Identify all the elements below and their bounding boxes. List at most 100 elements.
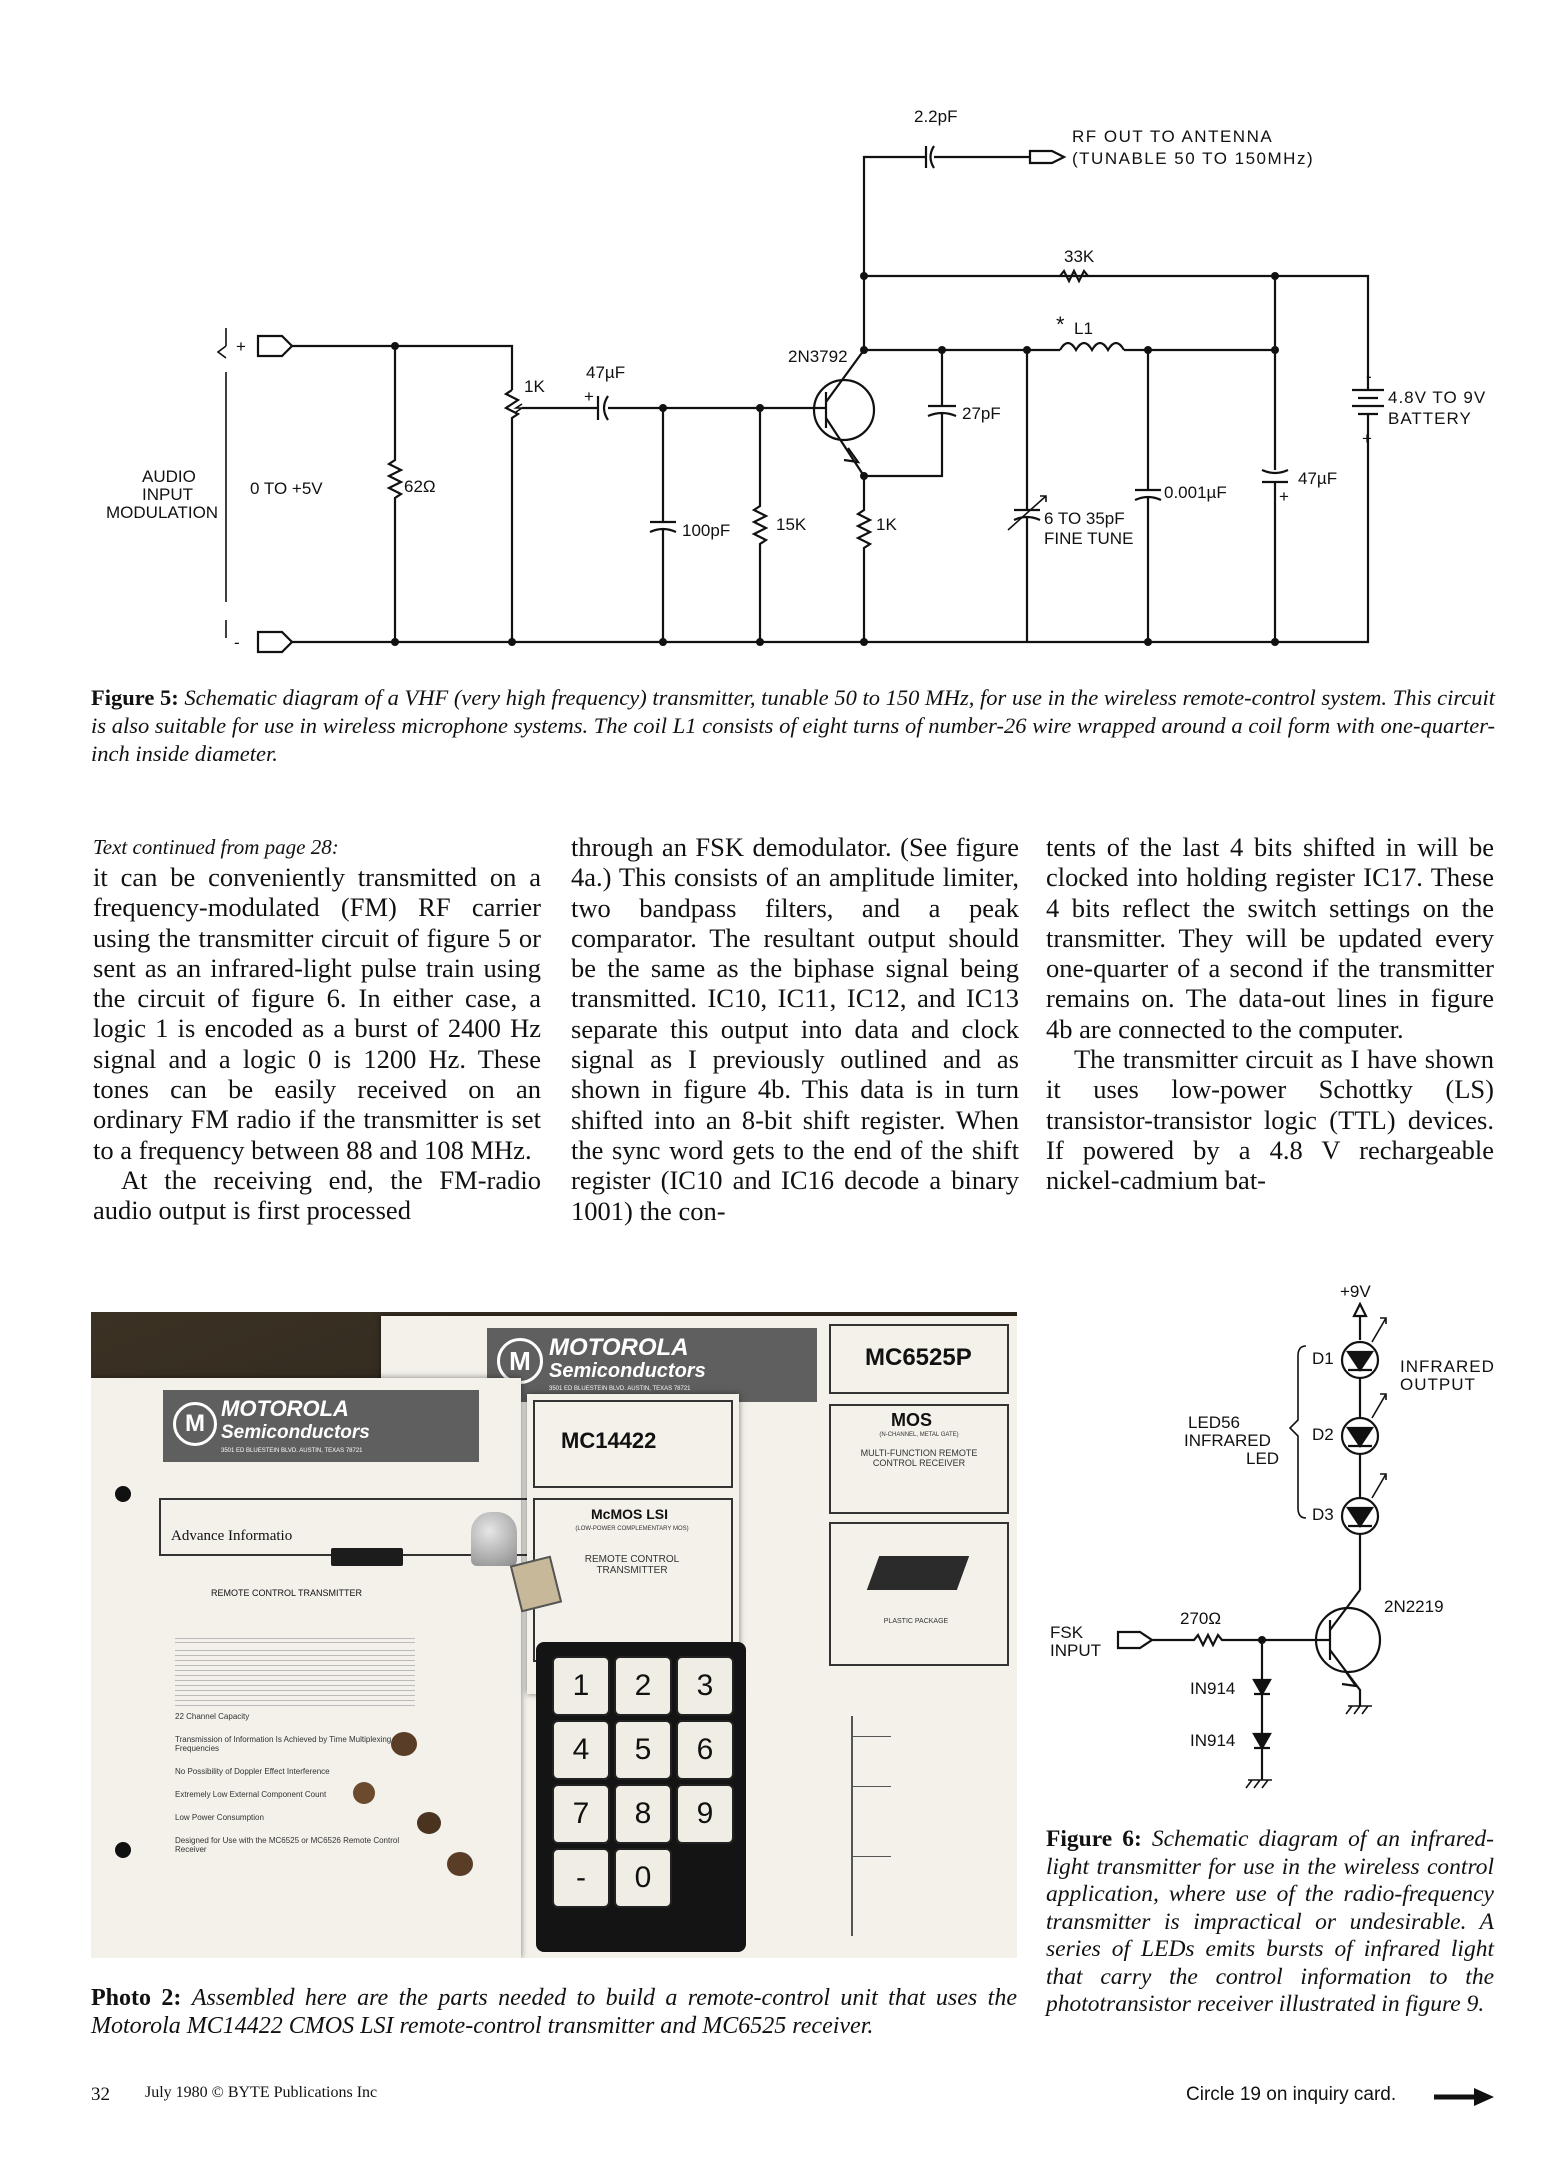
page-number: 32 — [91, 2084, 110, 2105]
semiconductors-back: Semiconductors — [549, 1360, 706, 1382]
range-label: 0 TO +5V — [250, 479, 323, 498]
r-1k-b-label: 1K — [876, 515, 897, 534]
trimmer-label-1: 6 TO 35pF — [1044, 509, 1125, 528]
cap-47u-b-plus: + — [1279, 487, 1289, 506]
col3-paragraph-1: tents of the last 4 bits shifted in will… — [1046, 832, 1494, 1044]
r-1k-a-label: 1K — [524, 377, 545, 396]
l1-label: L1 — [1074, 319, 1093, 338]
continued-note: Text continued from page 28: — [93, 835, 339, 859]
d2-label: D2 — [1312, 1425, 1334, 1444]
address-front: 3501 ED BLUESTEIN BLVD. AUSTIN, TEXAS 78… — [221, 1448, 363, 1454]
r-270-label: 270Ω — [1180, 1609, 1221, 1628]
r-33k-label: 33K — [1064, 247, 1095, 266]
text-column-3: tents of the last 4 bits shifted in will… — [1046, 832, 1494, 1196]
bullet-item: Extremely Low External Component Count — [175, 1790, 327, 1799]
motorola-name-front: MOTOROLA — [221, 1396, 349, 1421]
crystal-component — [471, 1512, 517, 1566]
keypad-key: 7 — [552, 1784, 610, 1844]
keypad-key: 1 — [552, 1656, 610, 1716]
ir-output-label-1: INFRARED — [1400, 1357, 1495, 1376]
d1-label: D1 — [1312, 1349, 1334, 1368]
cap-2p2-label: 2.2pF — [914, 107, 957, 126]
bullet-item: Transmission of Information Is Achieved … — [175, 1735, 409, 1753]
keypad-key: 2 — [614, 1656, 672, 1716]
l1-star: * — [1056, 312, 1065, 337]
keypad-component: 1 2 3 4 5 6 7 8 9 - 0 — [536, 1642, 746, 1952]
fsk-label-2: INPUT — [1050, 1641, 1101, 1660]
rf-out-label-2: (TUNABLE 50 TO 150MHz) — [1072, 149, 1314, 168]
figure-5-caption-label: Figure 5: — [91, 685, 179, 710]
address-back: 3501 ED BLUESTEIN BLVD. AUSTIN, TEXAS 78… — [549, 1386, 691, 1392]
text-column-1: Text continued from page 28: it can be c… — [93, 832, 541, 1226]
transistor-2n2219-label: 2N2219 — [1384, 1597, 1444, 1616]
col2-paragraph-1: through an FSK demodulator. (See figure … — [571, 832, 1019, 1226]
plastic-package-label: PLASTIC PACKAGE — [883, 1618, 949, 1625]
text-column-2: through an FSK demodulator. (See figure … — [571, 832, 1019, 1226]
col3-paragraph-2: The transmitter circuit as I have shown … — [1046, 1044, 1494, 1196]
cap-47u-a-plus: + — [584, 387, 594, 406]
arrow-right-icon — [1434, 2088, 1494, 2106]
keypad-key: - — [552, 1848, 610, 1908]
ir-output-label-2: OUTPUT — [1400, 1375, 1476, 1394]
mos-label: MOS — [891, 1410, 933, 1430]
inquiry-note: Circle 19 on inquiry card. — [1186, 2084, 1397, 2105]
bullet-item: Designed for Use with the MC6525 or MC65… — [175, 1836, 400, 1854]
trimmer-label-2: FINE TUNE — [1044, 529, 1133, 548]
fsk-label-1: FSK — [1050, 1623, 1084, 1642]
led-label-2: INFRARED — [1184, 1431, 1271, 1450]
audio-label-1: AUDIO — [142, 467, 196, 486]
photo-2-caption-text: Assembled here are the parts needed to b… — [91, 1985, 1018, 2039]
keypad-key: 4 — [552, 1720, 610, 1780]
battery-minus: - — [1366, 367, 1372, 386]
figure-6-caption: Figure 6: Schematic diagram of an infrar… — [1046, 1826, 1494, 2019]
vcc-label: +9V — [1340, 1282, 1371, 1301]
photo-2-image: M MOTOROLA Semiconductors 3501 ED BLUEST… — [91, 1312, 1017, 1958]
bullet-item: 22 Channel Capacity — [175, 1712, 250, 1721]
mcmos-sub: (LOW-POWER COMPLEMENTARY MOS) — [575, 1526, 689, 1532]
ic-package-image — [866, 1556, 970, 1590]
keypad-key: 5 — [614, 1720, 672, 1780]
rf-out-label-1: RF OUT TO ANTENNA — [1072, 127, 1273, 146]
bullet-item: Low Power Consumption — [175, 1813, 264, 1822]
motorola-name-back: MOTOROLA — [549, 1334, 689, 1361]
cap-47u-b-label: 47µF — [1298, 469, 1337, 488]
cap-100p-label: 100pF — [682, 521, 730, 540]
figure-5-caption-text: Schematic diagram of a VHF (very high fr… — [91, 685, 1496, 766]
figure-6-schematic: +9V D1 D2 D3 LED56 INFRARED LED INFRARED… — [1050, 1282, 1495, 1789]
figure-6-caption-label: Figure 6: — [1046, 1826, 1142, 1852]
diode-a-label: IN914 — [1190, 1679, 1235, 1698]
diode-b-label: IN914 — [1190, 1731, 1235, 1750]
figure-5-caption: Figure 5: Schematic diagram of a VHF (ve… — [91, 684, 1495, 768]
figure-5-schematic: 2.2pF RF OUT TO ANTENNA (TUNABLE 50 TO 1… — [106, 107, 1486, 654]
mos-desc: MULTI-FUNCTION REMOTE CONTROL RECEIVER — [860, 1448, 978, 1468]
r-62-label: 62Ω — [404, 477, 436, 496]
battery-label-2: BATTERY — [1388, 409, 1472, 428]
keypad-key: 0 — [614, 1848, 672, 1908]
advance-information: Advance Informatio — [171, 1528, 293, 1544]
battery-label-1: 4.8V TO 9V — [1388, 388, 1486, 407]
rct-label-middle: REMOTE CONTROL TRANSMITTER — [584, 1554, 680, 1576]
input-plus: + — [236, 337, 246, 356]
cap-47u-a-label: 47µF — [586, 363, 625, 382]
led-label-1: LED56 — [1188, 1413, 1240, 1432]
keypad-key: 9 — [676, 1784, 734, 1844]
photo-2-caption-label: Photo 2: — [91, 1985, 182, 2011]
ic-chip-component — [331, 1548, 403, 1566]
d3-label: D3 — [1312, 1505, 1334, 1524]
part-number-mc6525p: MC6525P — [865, 1344, 972, 1371]
battery-plus: + — [1362, 429, 1372, 448]
audio-label-3: MODULATION — [106, 503, 218, 522]
rct-label-front: REMOTE CONTROL TRANSMITTER — [211, 1588, 363, 1598]
motorola-banner-front: M MOTOROLA Semiconductors 3501 ED BLUEST… — [163, 1390, 479, 1462]
keypad-key: 3 — [676, 1656, 734, 1716]
mcmos-label: McMOS LSI — [591, 1506, 669, 1522]
col1-paragraph-1: it can be conveniently transmitted on a … — [93, 862, 541, 1165]
bullet-item: No Possibility of Doppler Effect Interfe… — [175, 1767, 330, 1776]
motorola-banner-back: M MOTOROLA Semiconductors 3501 ED BLUEST… — [487, 1328, 817, 1402]
col1-paragraph-2: At the receiving end, the FM-radio audio… — [93, 1164, 541, 1226]
mos-sub: (N-CHANNEL, METAL GATE) — [879, 1432, 959, 1438]
part-number-mc14422: MC14422 — [561, 1428, 657, 1453]
keypad-key: 6 — [676, 1720, 734, 1780]
cap-0001-label: 0.001µF — [1164, 483, 1227, 502]
publication-line: July 1980 © BYTE Publications Inc — [145, 2084, 378, 2101]
